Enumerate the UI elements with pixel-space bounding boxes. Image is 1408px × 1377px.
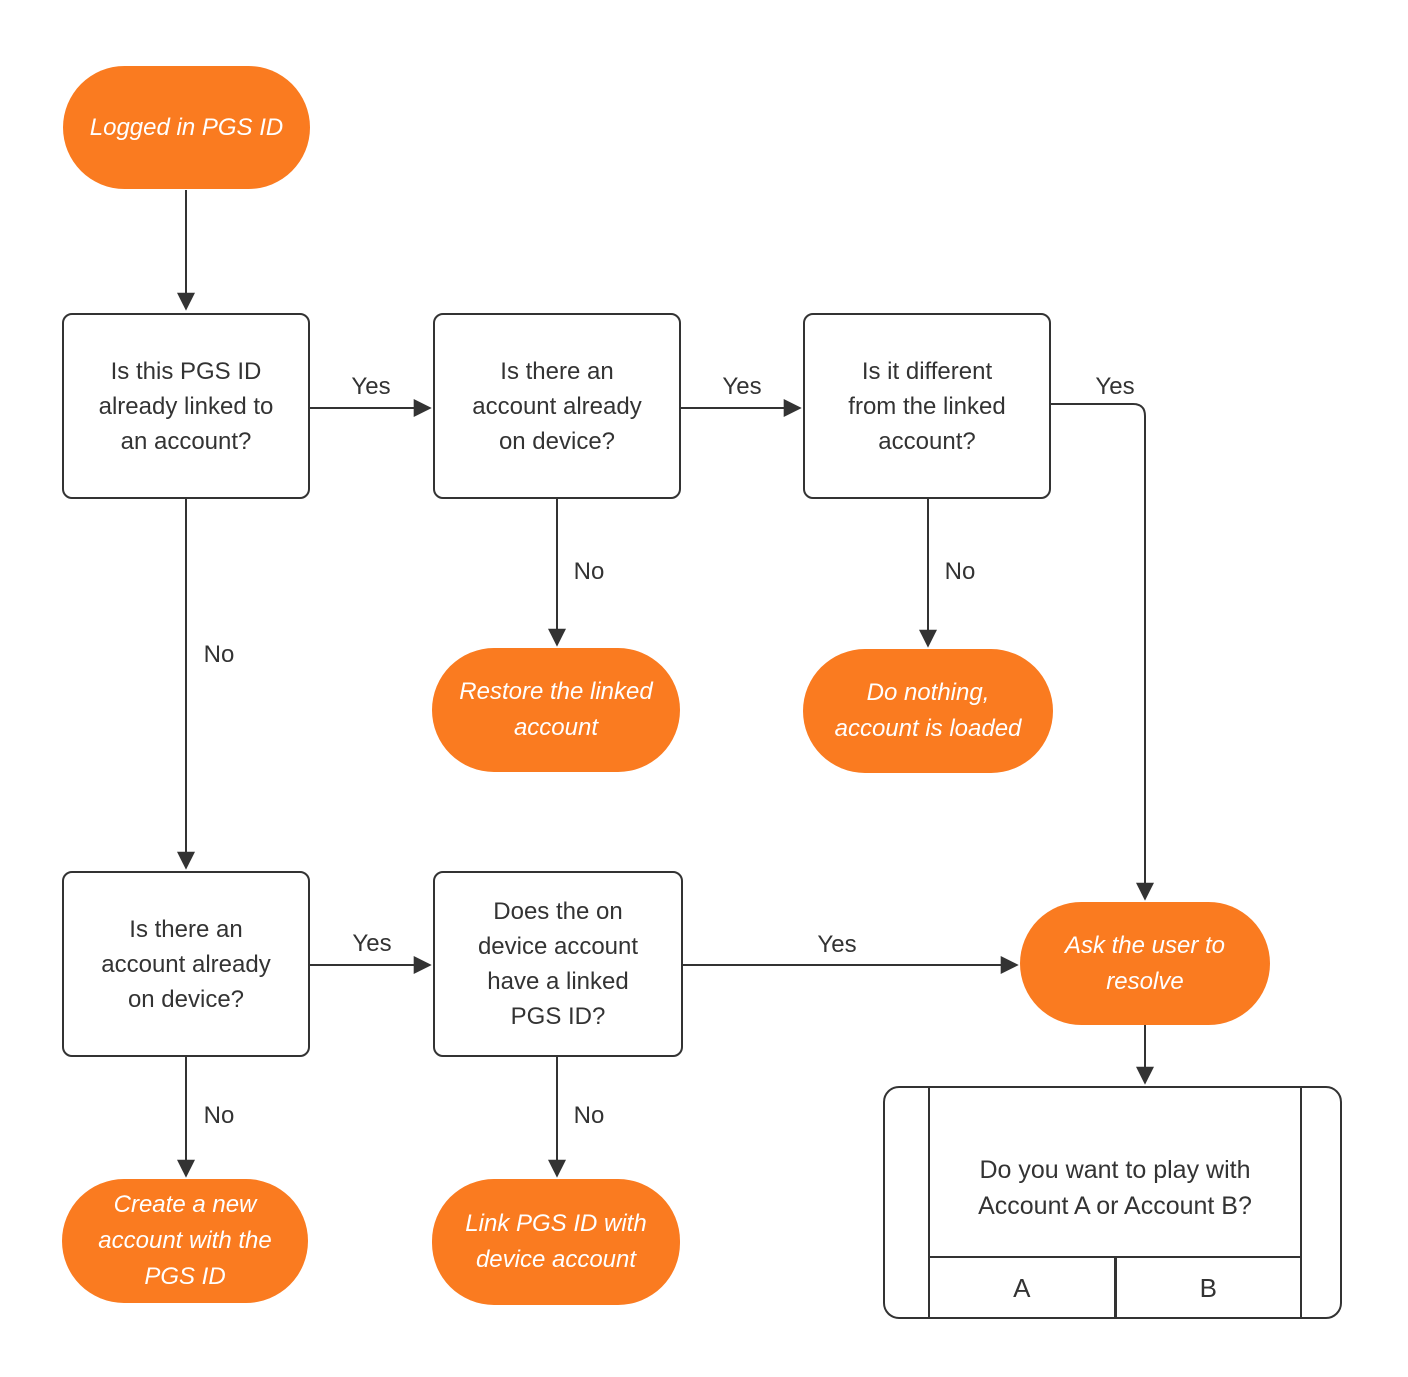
edge-label-no-1: No — [573, 558, 605, 585]
question-box-device-account-linked-pgs: Does the on device account have a linked… — [433, 871, 683, 1057]
edge-label-no-2: No — [944, 558, 976, 585]
question-box-pgs-linked-label: Is this PGS ID already linked to an acco… — [98, 357, 274, 455]
result-pill-do-nothing-label: Do nothing, account is loaded — [834, 679, 1022, 742]
start-node-label: Logged in PGS ID — [89, 113, 284, 141]
dialog-button-row: A B — [930, 1256, 1300, 1319]
edge-label-no-3: No — [203, 641, 235, 668]
edge-label-yes-3: Yes — [1095, 373, 1135, 400]
result-pill-link-pgs-device: Link PGS ID with device account — [432, 1179, 680, 1305]
question-box-different-account: Is it different from the linked account? — [803, 313, 1051, 499]
edge-label-yes-1: Yes — [351, 373, 391, 400]
question-box-pgs-linked: Is this PGS ID already linked to an acco… — [62, 313, 310, 499]
dialog-question-text: Do you want to play with Account A or Ac… — [978, 1156, 1252, 1220]
dialog-inner-panel: Do you want to play with Account A or Ac… — [928, 1086, 1302, 1319]
edge-label-yes-5: Yes — [817, 931, 857, 958]
start-node: Logged in PGS ID — [63, 66, 310, 189]
question-box-different-account-label: Is it different from the linked account? — [848, 357, 1006, 455]
result-pill-ask-user-resolve: Ask the user to resolve — [1020, 902, 1270, 1025]
result-pill-link-pgs-device-label: Link PGS ID with device account — [465, 1210, 647, 1273]
question-box-account-on-device-bottom-label: Is there an account already on device? — [101, 915, 271, 1013]
question-box-account-on-device-top: Is there an account already on device? — [433, 313, 681, 499]
result-pill-restore-account: Restore the linked account — [432, 648, 680, 772]
edge-label-yes-4: Yes — [352, 930, 392, 957]
question-box-device-account-linked-pgs-label: Does the on device account have a linked… — [477, 898, 639, 1030]
edge-label-no-4: No — [203, 1102, 235, 1129]
dialog-button-a: A — [1013, 1273, 1031, 1303]
result-pill-ask-user-resolve-label: Ask the user to resolve — [1064, 931, 1226, 995]
dialog-button-b: B — [1113, 1258, 1301, 1319]
result-pill-create-new-account-label: Create a new account with the PGS ID — [98, 1191, 272, 1290]
question-box-account-on-device-top-label: Is there an account already on device? — [472, 357, 642, 455]
result-pill-create-new-account: Create a new account with the PGS ID — [62, 1179, 308, 1303]
result-pill-do-nothing: Do nothing, account is loaded — [803, 649, 1053, 773]
dialog-account-choice: Do you want to play with Account A or Ac… — [883, 1086, 1342, 1319]
question-box-account-on-device-bottom: Is there an account already on device? — [62, 871, 310, 1057]
edge-label-yes-2: Yes — [722, 373, 762, 400]
result-pill-restore-account-label: Restore the linked account — [459, 678, 653, 741]
edge-label-no-5: No — [573, 1102, 605, 1129]
